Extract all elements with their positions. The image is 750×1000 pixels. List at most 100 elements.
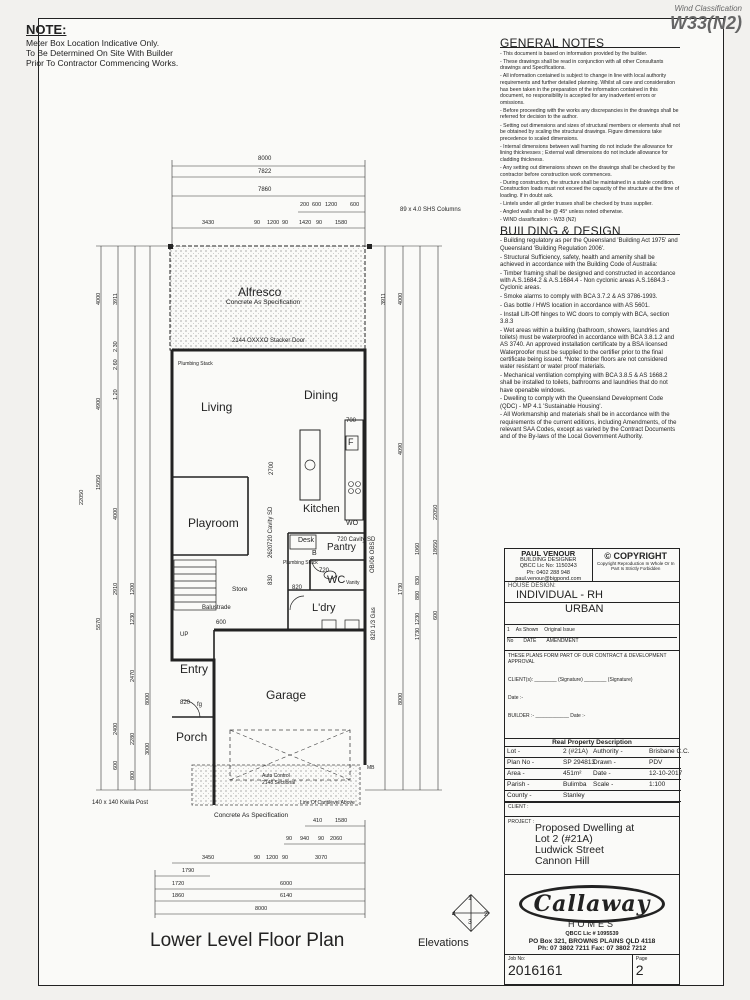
property-cell: Area - xyxy=(505,769,561,780)
dim-label: 600 xyxy=(350,202,360,208)
room-wc: WC xyxy=(327,574,346,586)
porch-note: Concrete As Specification xyxy=(214,812,289,819)
store-label: Store xyxy=(232,586,248,593)
left-dimension-lines xyxy=(96,245,192,791)
dim-label: 1.20 xyxy=(113,389,119,400)
room-pantry: Pantry xyxy=(327,542,356,553)
project-line: Proposed Dwelling at xyxy=(535,822,635,834)
dim-label: 7822 xyxy=(258,169,272,175)
dim-label: 2470 xyxy=(130,669,136,682)
note-heading: NOTE: xyxy=(26,22,67,37)
cavity-sd-label: 720 Cavity SD xyxy=(268,506,274,545)
dim-label: 1730 xyxy=(415,627,421,640)
builder-phone: Ph: 07 3802 7211 Fax: 07 3802 7212 xyxy=(537,945,647,952)
general-note-item: - Any setting out dimensions shown on th… xyxy=(500,165,676,178)
signature-label: (Signature) xyxy=(558,677,583,683)
dim-label: 90 xyxy=(254,220,261,226)
dim-label: 600 xyxy=(113,760,119,770)
fridge-label: F xyxy=(348,437,354,447)
sectional-label: 2148 Sectional xyxy=(262,780,296,786)
copyright-note: Copyright Reproduction In Whole Or In Pa… xyxy=(596,561,675,571)
dim-label: 830 xyxy=(415,575,421,585)
dim-label: 4000 xyxy=(96,292,102,305)
dim-label: 830 xyxy=(268,574,274,585)
general-notes-heading: GENERAL NOTES xyxy=(500,37,680,49)
property-cell xyxy=(591,791,647,802)
rev-desc: Original Issue xyxy=(544,627,575,633)
room-dining: Dining xyxy=(304,388,339,402)
dim-label: 90 xyxy=(286,836,293,842)
desk-box xyxy=(289,534,317,550)
property-cell: Stanley xyxy=(561,791,591,802)
revision-table: 1 As Shown Original Issue No DATE AMENDM… xyxy=(504,625,680,651)
dim-label: 600 xyxy=(312,202,322,208)
wind-value: W33(N2) xyxy=(669,13,742,33)
client-signature-label: CLIENT(s): xyxy=(508,677,533,683)
bottom-dimension-lines xyxy=(154,820,366,918)
property-cell: SP 294813 xyxy=(561,758,595,769)
dim-label: 600 xyxy=(433,610,439,620)
obs-label: OB/06 OBS xyxy=(370,541,376,573)
dim-label: 1730 xyxy=(398,582,404,595)
copyright-title: © COPYRIGHT xyxy=(604,551,668,561)
sink-icon xyxy=(304,459,316,471)
building-design-item: - Building regulatory as per the Queensl… xyxy=(500,238,678,252)
dim-label: 7860 xyxy=(258,187,272,193)
dim-label: 1230 xyxy=(130,612,136,625)
designer-phone: Ph: 0402 288 948 xyxy=(526,569,570,576)
column-marker xyxy=(367,244,372,249)
builder-logo-box: Callaway HOMES QBCC Lic # 1095539 PO Box… xyxy=(504,875,680,955)
project-box: PROJECT : Proposed Dwelling at Lot 2 (#2… xyxy=(504,817,680,875)
property-cell: Plan No - xyxy=(505,758,561,769)
real-property-table: Real Property Description Lot -2 (#21A)A… xyxy=(504,739,689,803)
door-width-label: 820 xyxy=(292,585,303,591)
dim-label: 200 xyxy=(300,202,310,208)
property-cell: County - xyxy=(505,791,561,802)
job-no-label: Job No: xyxy=(508,956,526,962)
approval-box: THESE PLANS FORM PART OF OUR CONTRACT & … xyxy=(504,651,680,739)
house-design-label: HOUSE DESIGN: xyxy=(508,583,556,589)
room-living: Living xyxy=(201,400,233,414)
date-label: Date :- xyxy=(508,695,524,701)
property-cell: 12-10-2017 xyxy=(647,769,682,780)
plan-title: Lower Level Floor Plan xyxy=(150,930,345,951)
drawing-sheet xyxy=(38,18,724,986)
note-line: Prior To Contractor Commencing Works. xyxy=(26,58,179,68)
property-cell: Authority - xyxy=(591,747,647,758)
house-design-value: INDIVIDUAL - RH xyxy=(516,589,603,601)
property-cell: 451m² xyxy=(561,769,591,780)
cooktop-icon xyxy=(348,481,361,494)
dim-label: 1200 xyxy=(266,855,279,861)
project-line: Ludwick Street xyxy=(535,844,604,856)
dim-label: 1860 xyxy=(172,893,185,899)
dim-label: 6140 xyxy=(280,893,293,899)
general-note-item: - WIND classification :- W33 (N2) xyxy=(500,217,577,224)
room-playroom: Playroom xyxy=(188,516,239,530)
fg-label: fg xyxy=(197,702,203,708)
top-dimension-lines xyxy=(171,160,366,246)
dim-label: 1230 xyxy=(415,612,421,625)
general-note-item: - Before proceeding with the works any d… xyxy=(500,107,679,121)
dim-label: 2280 xyxy=(130,732,136,745)
builder-qbcc: QBCC Lic # 1095539 xyxy=(565,931,619,937)
designer-qbcc: QBCC Lic No: 1150343 xyxy=(519,563,577,570)
property-cell: Scale - xyxy=(591,780,647,791)
staircase xyxy=(173,559,217,611)
designer-box: PAUL VENOUR BUILDING DESIGNER QBCC Lic N… xyxy=(505,549,593,582)
dim-label: 3911 xyxy=(381,293,387,305)
building-design-item: - Structural Sufficiency, safety, health… xyxy=(500,254,658,268)
right-dimension-lines xyxy=(365,245,442,791)
dim-label: 880 xyxy=(415,590,421,600)
builder-logo: Callaway xyxy=(519,885,665,923)
dim-label: 2910 xyxy=(113,582,119,595)
dim-label: 2060 xyxy=(330,836,343,842)
line-above-label: Line Of Cantilevel Above xyxy=(300,800,355,806)
designer-role: BUILDING DESIGNER xyxy=(520,557,577,564)
dim-label: 90 xyxy=(254,855,261,861)
dim-label: 1720 xyxy=(172,881,185,887)
title-block: PAUL VENOUR BUILDING DESIGNER QBCC Lic N… xyxy=(504,548,689,985)
auto-control-label: Auto Control xyxy=(262,773,290,779)
gas-label: 820 1/3 Gas xyxy=(371,607,377,640)
dim-label: 2620 xyxy=(268,544,274,558)
building-design-item: - Mechanical ventilation complying with … xyxy=(500,372,668,394)
